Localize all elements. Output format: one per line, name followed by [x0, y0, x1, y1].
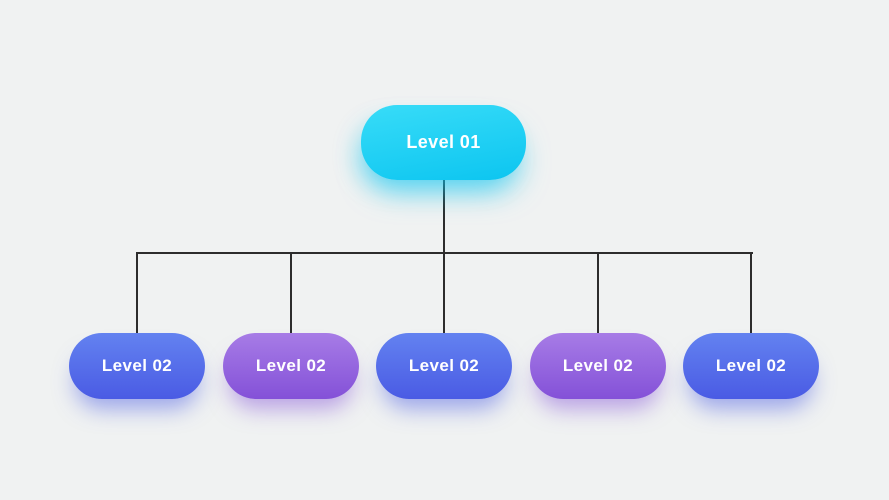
child-node-1: Level 02: [69, 333, 205, 399]
connector-child-3-vertical: [443, 252, 445, 335]
connector-child-5-vertical: [750, 252, 752, 335]
child-node-4: Level 02: [530, 333, 666, 399]
child-node-1-label: Level 02: [101, 356, 173, 375]
connector-root-vertical: [443, 178, 445, 254]
child-node-5: Level 02: [683, 333, 819, 399]
child-node-3: Level 02: [376, 333, 512, 399]
child-node-2-label: Level 02: [255, 356, 327, 375]
child-node-2: Level 02: [223, 333, 359, 399]
connector-child-2-vertical: [290, 252, 292, 335]
child-node-5-label: Level 02: [715, 356, 787, 375]
root-node-level-01: Level 01: [361, 105, 526, 180]
connector-child-4-vertical: [597, 252, 599, 335]
child-node-3-label: Level 02: [408, 356, 480, 375]
connector-child-1-vertical: [136, 252, 138, 335]
child-node-4-label: Level 02: [562, 356, 634, 375]
root-node-label: Level 01: [406, 132, 481, 152]
